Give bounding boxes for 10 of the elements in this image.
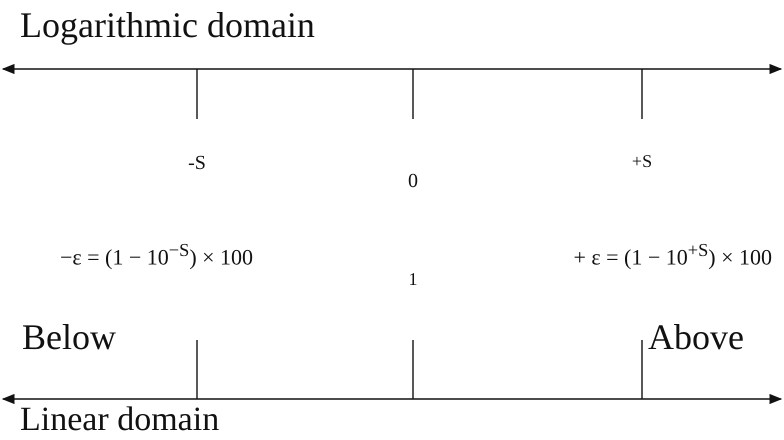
formula-label: + ε = (1 − 10$^{+S}$) × 100 <box>573 240 772 270</box>
tick-label: 0 <box>408 170 418 192</box>
tick-label: -S <box>188 152 206 174</box>
region-label: Below <box>22 318 116 358</box>
tick-label: +S <box>632 152 652 172</box>
axis-title: Linear domain <box>20 401 220 438</box>
formula-label: −ε = (1 − 10$^{−S}$) × 100 <box>60 240 254 270</box>
axis-title: Logarithmic domain <box>20 6 315 46</box>
tick-label: 1 <box>408 270 418 290</box>
region-label: Above <box>648 318 744 358</box>
